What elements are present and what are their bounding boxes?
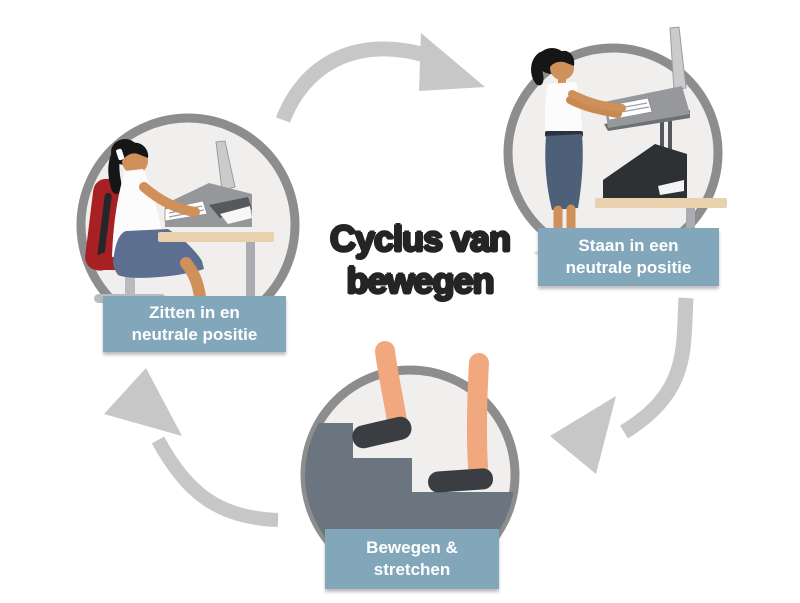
step-label-sitting-line1: Zitten in en — [149, 302, 240, 322]
desk-riser-with-monitor — [164, 140, 252, 227]
walking-legs — [352, 341, 494, 493]
arrow-move-to-sit — [104, 368, 279, 527]
cycle-step-moving: Bewegen & stretchen — [298, 341, 538, 603]
desk — [158, 232, 274, 299]
step-label-standing-line1: Staan in een — [578, 235, 679, 255]
step-label-standing: Staan in een neutrale positie — [538, 228, 719, 286]
raised-sit-stand-converter — [603, 26, 690, 198]
arrow-sit-to-stand — [275, 33, 485, 123]
cycle-title: Cyclus van bewegen — [310, 218, 530, 302]
arm-on-keyboard — [139, 182, 200, 217]
arms-on-keyboard — [566, 90, 626, 118]
step-label-moving: Bewegen & stretchen — [325, 529, 499, 589]
step-label-moving-line1: Bewegen & — [366, 537, 458, 557]
cycle-title-line1: Cyclus van — [329, 218, 511, 259]
cycle-step-standing: Staan in een neutrale positie — [500, 26, 740, 286]
cycle-title-line2: bewegen — [346, 260, 494, 302]
step-label-sitting-line2: neutrale positie — [131, 325, 258, 344]
cycle-step-sitting: Zitten in en neutrale positie — [68, 105, 308, 352]
arrow-stand-to-move — [550, 297, 694, 474]
step-label-standing-line2: neutrale positie — [565, 258, 692, 277]
step-label-sitting: Zitten in en neutrale positie — [103, 296, 286, 352]
step-label-moving-line2: stretchen — [373, 560, 451, 579]
